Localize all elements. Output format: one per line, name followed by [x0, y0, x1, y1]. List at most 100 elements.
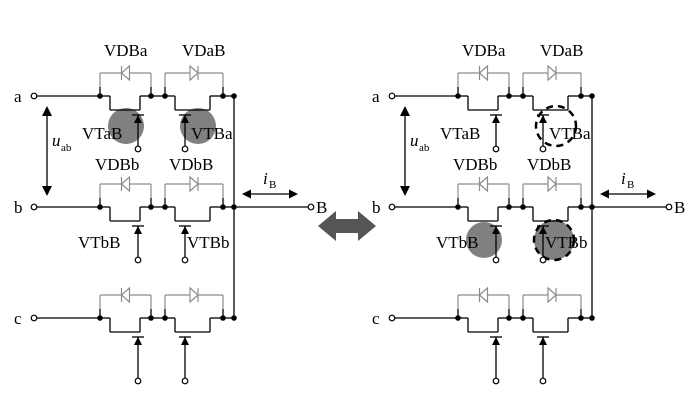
label-transistor-row2-left: VTbB [436, 233, 479, 252]
junction-dot [220, 204, 226, 210]
label-transistor-row1-left: VTaB [440, 124, 480, 143]
highlight-vtbb [466, 222, 502, 258]
terminal [134, 145, 142, 153]
current-label: i [263, 169, 268, 188]
switch-row-2 [30, 175, 237, 264]
terminal [30, 92, 38, 100]
junction-dot [97, 315, 103, 321]
junction-dot [220, 315, 226, 321]
label-transistor-row1-right: VTBa [549, 124, 591, 143]
node-label-b: b [14, 198, 23, 217]
diode-right-row-2 [164, 175, 224, 198]
terminal [181, 377, 189, 385]
transistor-left-row-2 [467, 207, 502, 264]
junction-dot [97, 93, 103, 99]
switch-row-1 [30, 64, 237, 153]
terminal [539, 145, 547, 153]
terminal [539, 377, 547, 385]
transistor-left-row-3 [109, 318, 144, 385]
voltage-subscript: ab [419, 142, 430, 154]
voltage-label: u [52, 131, 61, 150]
transistor-left-row-3 [467, 318, 502, 385]
terminal [388, 92, 396, 100]
arrowhead [289, 189, 298, 199]
diode-right-row-3 [522, 286, 582, 309]
arrowhead [181, 115, 189, 123]
diode-left-row-2 [457, 175, 510, 198]
current-subscript: B [269, 179, 276, 191]
junction-dot [578, 93, 584, 99]
junction-dot [578, 315, 584, 321]
highlight-vtab [108, 108, 144, 144]
node-label-c: c [372, 309, 380, 328]
diode-right-row-1 [522, 64, 582, 87]
switch-row-3 [388, 286, 595, 385]
transistor-right-row-3 [532, 318, 569, 385]
junction-dot [506, 204, 512, 210]
node-label-B: B [674, 198, 685, 217]
arrowhead [242, 189, 251, 199]
label-diode-row2-right: VDbB [527, 155, 571, 174]
label-transistor-row1-right: VTBa [191, 124, 233, 143]
junction-dot [148, 93, 154, 99]
junction-dot [220, 93, 226, 99]
junction-dot [148, 315, 154, 321]
terminal [492, 145, 500, 153]
diode-right-row-3 [164, 286, 224, 309]
voltage-subscript: ab [61, 142, 72, 154]
label-transistor-row2-left: VTbB [78, 233, 121, 252]
highlight-vtba [180, 108, 216, 144]
terminal [492, 377, 500, 385]
node-labels: ab c B [372, 87, 685, 328]
arrowhead [134, 226, 142, 234]
current-subscript: B [627, 179, 634, 191]
switch-row-2 [388, 175, 595, 264]
terminal [134, 256, 142, 264]
arrowhead [492, 337, 500, 345]
label-transistor-row2-right: VTBb [187, 233, 230, 252]
switch-row-3 [30, 286, 237, 385]
double-arrow-icon [318, 211, 376, 241]
arrowhead [647, 189, 656, 199]
node-label-B: B [316, 198, 327, 217]
diode-left-row-3 [99, 286, 152, 309]
arrowhead [539, 226, 547, 234]
arrowhead [181, 226, 189, 234]
arrowhead [42, 106, 52, 116]
arrowhead [134, 115, 142, 123]
diode-left-row-3 [457, 286, 510, 309]
node-label-a: a [14, 87, 22, 106]
arrowhead [400, 186, 410, 196]
transistor-left-row-2 [109, 207, 144, 264]
diode-left-row-2 [99, 175, 152, 198]
label-diode-row2-left: VDBb [95, 155, 139, 174]
terminal [30, 314, 38, 322]
junction-dot [578, 204, 584, 210]
terminal [30, 203, 38, 211]
junction-dot [148, 204, 154, 210]
terminal [181, 145, 189, 153]
arrowhead [539, 115, 547, 123]
arrowhead [492, 115, 500, 123]
terminal [665, 203, 673, 211]
label-diode-row2-right: VDbB [169, 155, 213, 174]
transistor-right-row-1 [532, 96, 569, 153]
junction-dot [455, 204, 461, 210]
terminal [539, 256, 547, 264]
junction-dot [506, 93, 512, 99]
switch-row-1 [388, 64, 595, 153]
label-diode-row2-left: VDBb [453, 155, 497, 174]
terminal [388, 203, 396, 211]
diode-right-row-2 [522, 175, 582, 198]
label-transistor-row1-left: VTaB [82, 124, 122, 143]
label-diode-row1-right: VDaB [182, 41, 225, 60]
voltage-label: u [410, 131, 419, 150]
